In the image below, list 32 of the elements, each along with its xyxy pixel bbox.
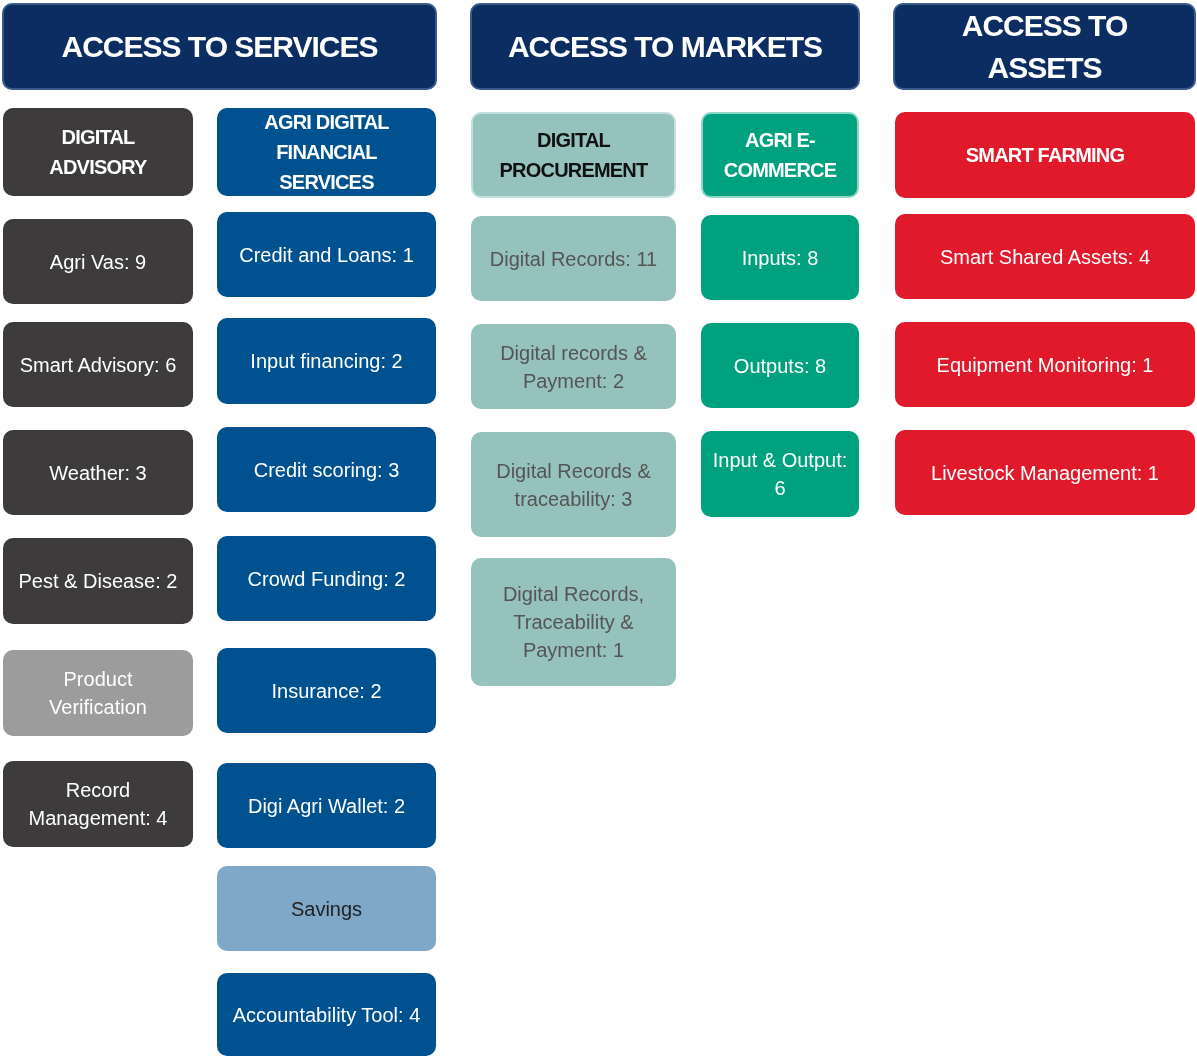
item-box: Digital records & Payment: 2 — [471, 324, 676, 409]
item-box: Livestock Management: 1 — [895, 430, 1195, 515]
item-box: Smart Advisory: 6 — [3, 322, 193, 407]
category-box: AGRI E-COMMERCE — [701, 112, 859, 198]
item-box: Record Management: 4 — [3, 761, 193, 847]
item-box: Input & Output: 6 — [701, 431, 859, 517]
section-header: ACCESS TO ASSETS — [893, 3, 1196, 90]
item-box: Smart Shared Assets: 4 — [895, 214, 1195, 299]
item-box: Inputs: 8 — [701, 215, 859, 300]
section-header: ACCESS TO SERVICES — [2, 3, 437, 90]
item-box: Digital Records, Traceability & Payment: 1 — [471, 558, 676, 686]
category-box: DIGITAL PROCUREMENT — [471, 112, 676, 198]
item-box: Pest & Disease: 2 — [3, 538, 193, 624]
item-box: Digital Records & traceability: 3 — [471, 432, 676, 537]
item-box: Input financing: 2 — [217, 318, 436, 404]
item-box: Digital Records: 11 — [471, 216, 676, 301]
category-box: DIGITAL ADVISORY — [3, 108, 193, 196]
item-box: Product Verification — [3, 650, 193, 736]
item-box: Weather: 3 — [3, 430, 193, 515]
item-box: Outputs: 8 — [701, 323, 859, 408]
item-box: Equipment Monitoring: 1 — [895, 322, 1195, 407]
section-header: ACCESS TO MARKETS — [470, 3, 860, 90]
item-box: Accountability Tool: 4 — [217, 973, 436, 1056]
item-box: Digi Agri Wallet: 2 — [217, 763, 436, 848]
category-box: AGRI DIGITAL FINANCIAL SERVICES — [217, 108, 436, 196]
item-box: Insurance: 2 — [217, 648, 436, 733]
item-box: Agri Vas: 9 — [3, 219, 193, 304]
item-box: Crowd Funding: 2 — [217, 536, 436, 621]
item-box: Credit and Loans: 1 — [217, 212, 436, 297]
item-box: Credit scoring: 3 — [217, 427, 436, 512]
item-box: Savings — [217, 866, 436, 951]
category-box: SMART FARMING — [895, 112, 1195, 198]
